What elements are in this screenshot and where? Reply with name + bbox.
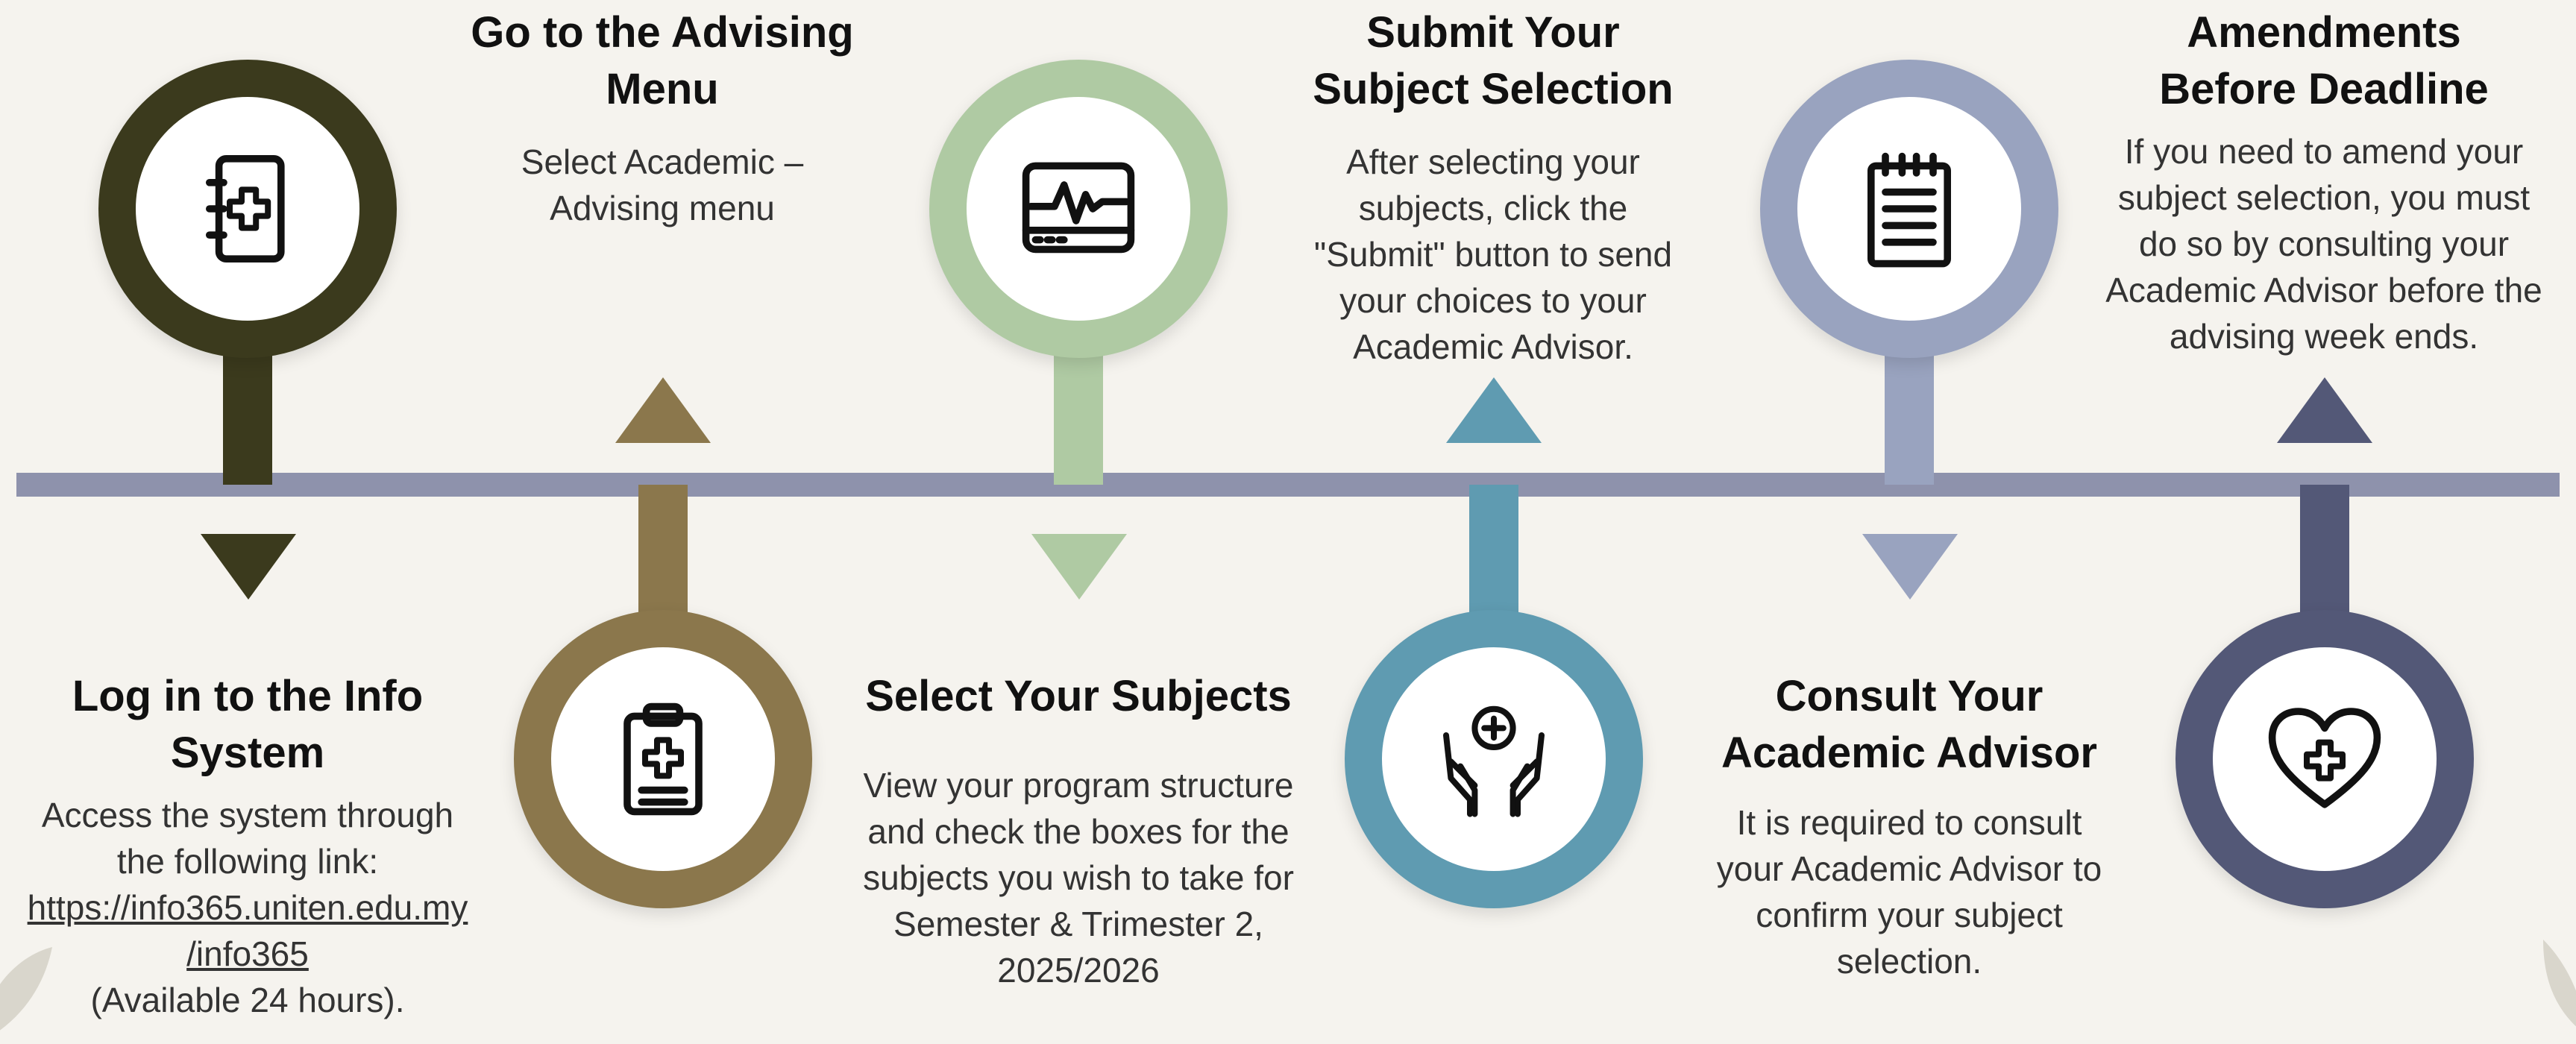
step-6-stem [2300, 485, 2349, 634]
timeline-bar [16, 473, 2560, 497]
step-4-title: Submit Your Subject Selection [1313, 8, 1674, 113]
step-2-stem [638, 485, 688, 634]
step-5-arrow [1862, 534, 1958, 600]
step-2-circle [514, 610, 812, 908]
heart-plus-icon [2268, 708, 2381, 808]
step-6-desc: If you need to amend your subject select… [2105, 132, 2542, 356]
step-1-note: (Available 24 hours). [90, 981, 405, 1019]
step-5-title: Consult Your Academic Advisor [1721, 672, 2097, 777]
step-3-circle [929, 60, 1228, 358]
step-6-text: Amendments Before Deadline If you need t… [2078, 4, 2570, 359]
step-2-title: Go to the Advising Menu [471, 8, 854, 113]
step-3-title: Select Your Subjects [865, 672, 1292, 720]
notepad-icon [1867, 152, 1951, 268]
step-1-arrow [201, 534, 296, 600]
hands-care-icon [1443, 705, 1545, 817]
step-3-text: Select Your Subjects View your program s… [832, 668, 1325, 993]
step-4-text: Submit Your Subject Selection After sele… [1247, 4, 1739, 370]
step-5-circle [1760, 60, 2058, 358]
step-3-desc: View your program structure and check th… [863, 766, 1294, 990]
heart-monitor-icon [1022, 162, 1135, 254]
medical-notebook-icon [206, 155, 285, 262]
step-1-desc-line-1: Access the system through [41, 796, 454, 834]
info365-link[interactable]: https://info365.uniten.edu.my/info365 [28, 888, 468, 973]
step-1-circle [98, 60, 397, 358]
step-4-circle [1345, 610, 1643, 908]
step-1-text: Log in to the Info System Access the sys… [1, 668, 494, 1023]
step-1-desc-line-2: the following link: [116, 842, 379, 881]
step-6-arrow [2277, 377, 2372, 443]
leaf-decoration-right [2543, 940, 2576, 1027]
step-2-text: Go to the Advising Menu Select Academic … [416, 4, 908, 231]
leaf-decoration-left [0, 947, 52, 1031]
step-2-desc: Select Academic – Advising menu [521, 142, 804, 227]
step-1-title: Log in to the Info System [72, 672, 424, 777]
step-3-arrow [1031, 534, 1127, 600]
step-4-desc: After selecting your subjects, click the… [1313, 142, 1673, 366]
step-6-title: Amendments Before Deadline [2159, 8, 2489, 113]
step-4-arrow [1446, 377, 1542, 443]
step-6-circle [2176, 610, 2474, 908]
step-2-arrow [615, 377, 711, 443]
step-5-desc: It is required to consult your Academic … [1716, 803, 2102, 981]
medical-clipboard-icon [623, 702, 703, 816]
info365-link-line-1: https://info365.uniten.edu.my [27, 888, 468, 927]
step-5-text: Consult Your Academic Advisor It is requ… [1663, 668, 2155, 984]
step-3-stem [1054, 343, 1103, 485]
step-1-stem [223, 343, 272, 485]
step-4-stem [1469, 485, 1518, 634]
step-5-stem [1885, 343, 1934, 485]
info365-link-line-2: /info365 [186, 934, 309, 973]
